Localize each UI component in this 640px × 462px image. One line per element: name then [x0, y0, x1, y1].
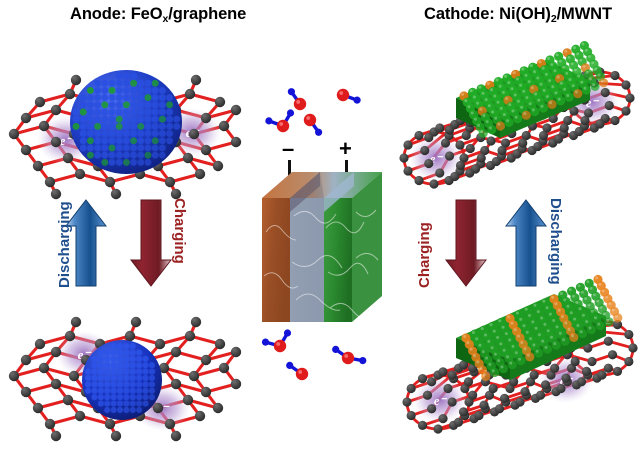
- anode-title-prefix: Anode: FeO: [70, 5, 163, 23]
- cell-cathode-layer: [324, 198, 352, 322]
- arrow-label-discharging-left: Discharging: [56, 201, 73, 288]
- cathode-title-subscript: 2: [550, 13, 557, 25]
- electron-marker-left: e⁻: [413, 377, 467, 423]
- anode-title-subscript: x: [162, 13, 169, 25]
- nioh2-mwnt-svg: e⁻ e⁻: [399, 41, 635, 189]
- positive-terminal-sign: +: [339, 136, 352, 161]
- niooh-mwnt-svg: e⁻ e⁻: [402, 274, 638, 434]
- electrode-top-right-nioh2-mwnt: e⁻ e⁻: [394, 41, 640, 198]
- nioh2-slab: [456, 41, 609, 138]
- page-title-anode: Anode: FeOx/graphene: [70, 5, 247, 25]
- fe-nanoparticle: [82, 340, 162, 420]
- cathode-title-suffix: /MWNT: [556, 5, 613, 23]
- cell-electrolyte-layer: [290, 198, 324, 322]
- cell-body-svg: [262, 172, 382, 322]
- arrow-label-charging-left: Charging: [171, 198, 188, 264]
- feox-nanoparticle: [70, 70, 182, 174]
- electrode-bottom-right-niooh-mwnt: e⁻ e⁻: [394, 274, 640, 440]
- electrode-top-left-feox-graphene: e⁻ e⁻: [4, 50, 250, 200]
- anode-title-suffix: /graphene: [168, 5, 247, 23]
- charging-arrow-down: [129, 199, 173, 287]
- battery-cell: – +: [262, 138, 382, 325]
- fe-graphene-svg: e⁻ e⁻: [8, 316, 242, 442]
- electrode-bottom-left-fe-graphene: e⁻ e⁻: [4, 292, 250, 442]
- water-molecules-top: [252, 82, 392, 148]
- water-molecules-bottom: [252, 326, 397, 392]
- water-bottom-svg: [261, 329, 367, 381]
- electron-label: e⁻: [430, 152, 444, 166]
- arrow-label-charging-right: Charging: [416, 222, 433, 288]
- cell-texture: [263, 209, 379, 320]
- discharging-arrow-up: [64, 199, 108, 287]
- cathode-title-prefix: Cathode: Ni(OH): [424, 5, 551, 23]
- arrow-label-discharging-right: Discharging: [547, 198, 564, 285]
- arrow-group-right: Charging Discharging: [404, 196, 604, 292]
- left-arrows-svg: [64, 199, 173, 287]
- cell-anode-layer: [262, 198, 290, 322]
- cell-right-side-face: [352, 172, 382, 322]
- niooh-slab: [456, 274, 623, 381]
- page-title-cathode: Cathode: Ni(OH)2/MWNT: [424, 5, 613, 25]
- feox-graphene-svg: e⁻ e⁻: [8, 70, 242, 200]
- right-arrows-svg: [444, 199, 548, 287]
- discharging-arrow-up: [504, 199, 548, 287]
- water-top-svg: [265, 88, 361, 136]
- arrow-group-left: Discharging Charging: [38, 196, 238, 292]
- negative-terminal-sign: –: [282, 136, 295, 161]
- electron-label: e⁻: [434, 394, 448, 408]
- charging-arrow-down: [444, 199, 488, 287]
